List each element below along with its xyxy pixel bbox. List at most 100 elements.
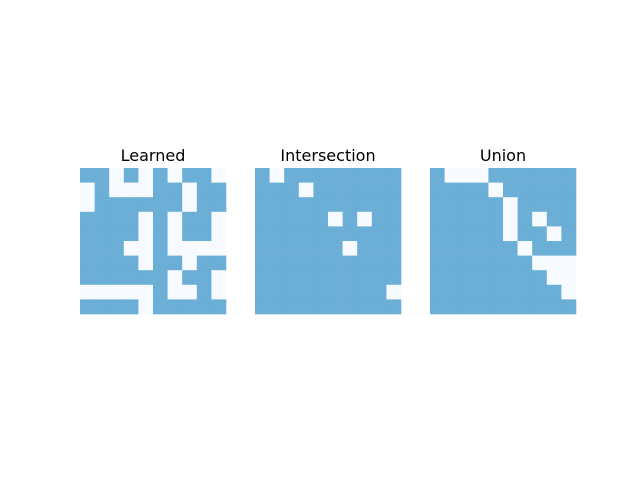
heatmap-cell-union-r0-c1 xyxy=(444,168,460,183)
heatmap-cell-learned-r1-c8 xyxy=(196,182,212,198)
heatmap-cell-union-r0-c8 xyxy=(546,168,562,183)
heatmap-cell-learned-r0-c5 xyxy=(153,168,168,183)
heatmap-cell-union-r9-c2 xyxy=(459,299,475,315)
heatmap-cell-learned-r7-c1 xyxy=(94,270,110,286)
heatmap-cell-learned-r7-c2 xyxy=(109,270,125,286)
heatmap-cell-learned-r8-c5 xyxy=(153,284,168,300)
heatmap-cell-union-r3-c6 xyxy=(517,211,533,227)
heatmap-cell-union-r5-c5 xyxy=(503,241,518,256)
heatmap-cell-union-r7-c9 xyxy=(561,270,577,286)
heatmap-cell-union-r1-c2 xyxy=(459,182,475,198)
heatmap-cell-union-r9-c6 xyxy=(517,299,533,315)
heatmap-cell-intersection-r1-c5 xyxy=(328,182,343,198)
heatmap-cell-union-r4-c5 xyxy=(503,226,518,242)
heatmap-cell-union-r5-c9 xyxy=(561,241,577,256)
heatmap-cell-union-r9-c7 xyxy=(532,299,548,315)
heatmap-cell-intersection-r4-c7 xyxy=(357,226,373,242)
heatmap-cell-intersection-r7-c1 xyxy=(269,270,285,286)
heatmap-cell-intersection-r5-c3 xyxy=(298,241,314,256)
heatmap-cell-intersection-r5-c8 xyxy=(371,241,387,256)
heatmap-learned-cells xyxy=(80,168,227,315)
heatmap-cell-intersection-r5-c0 xyxy=(255,241,270,256)
heatmap-cell-intersection-r7-c5 xyxy=(328,270,343,286)
heatmap-cell-learned-r9-c0 xyxy=(80,299,95,315)
heatmap-cell-union-r7-c6 xyxy=(517,270,533,286)
heatmap-cell-union-r5-c2 xyxy=(459,241,475,256)
heatmap-cell-learned-r7-c3 xyxy=(123,270,139,286)
heatmap-cell-intersection-r4-c4 xyxy=(313,226,329,242)
heatmap-cell-intersection-r2-c0 xyxy=(255,197,270,213)
heatmap-cell-intersection-r3-c7 xyxy=(357,211,373,227)
heatmap-cell-intersection-r9-c3 xyxy=(298,299,314,315)
heatmap-cell-learned-r5-c3 xyxy=(123,241,139,256)
heatmap-cell-intersection-r8-c0 xyxy=(255,284,270,300)
heatmap-cell-intersection-r2-c8 xyxy=(371,197,387,213)
heatmap-cell-union-r4-c2 xyxy=(459,226,475,242)
heatmap-cell-union-r1-c4 xyxy=(488,182,504,198)
heatmap-cell-intersection-r9-c4 xyxy=(313,299,329,315)
heatmap-cell-union-r0-c9 xyxy=(561,168,577,183)
heatmap-cell-intersection-r2-c3 xyxy=(298,197,314,213)
heatmap-cell-intersection-r6-c9 xyxy=(386,255,402,271)
heatmap-cell-learned-r9-c8 xyxy=(196,299,212,315)
heatmap-cell-intersection-r8-c4 xyxy=(313,284,329,300)
heatmap-cell-union-r4-c9 xyxy=(561,226,577,242)
heatmap-union-cells xyxy=(430,168,577,315)
heatmap-cell-union-r1-c6 xyxy=(517,182,533,198)
heatmap-cell-intersection-r8-c9 xyxy=(386,284,402,300)
heatmap-cell-learned-r8-c7 xyxy=(182,284,198,300)
heatmap-cell-learned-r7-c6 xyxy=(167,270,183,286)
heatmap-cell-union-r3-c3 xyxy=(473,211,489,227)
heatmap-cell-union-r9-c1 xyxy=(444,299,460,315)
heatmap-cell-intersection-r1-c1 xyxy=(269,182,285,198)
heatmap-cell-learned-r7-c9 xyxy=(211,270,227,286)
heatmap-cell-learned-r5-c2 xyxy=(109,241,125,256)
heatmap-cell-intersection-r0-c0 xyxy=(255,168,270,183)
heatmap-cell-union-r2-c6 xyxy=(517,197,533,213)
heatmap-cell-intersection-r1-c0 xyxy=(255,182,270,198)
heatmap-cell-learned-r8-c3 xyxy=(123,284,139,300)
heatmap-cell-learned-r6-c8 xyxy=(196,255,212,271)
heatmap-cell-intersection-r1-c3 xyxy=(298,182,314,198)
heatmap-cell-learned-r2-c6 xyxy=(167,197,183,213)
heatmap-cell-union-r3-c2 xyxy=(459,211,475,227)
heatmap-cell-union-r4-c4 xyxy=(488,226,504,242)
heatmap-cell-union-r9-c5 xyxy=(503,299,518,315)
heatmap-cell-learned-r6-c2 xyxy=(109,255,125,271)
heatmap-cell-learned-r5-c5 xyxy=(153,241,168,256)
heatmap-cell-learned-r3-c9 xyxy=(211,211,227,227)
heatmap-cell-learned-r7-c7 xyxy=(182,270,198,286)
heatmap-cell-learned-r0-c4 xyxy=(138,168,154,183)
heatmap-cell-intersection-r7-c3 xyxy=(298,270,314,286)
heatmap-cell-learned-r2-c8 xyxy=(196,197,212,213)
heatmap-cell-learned-r7-c4 xyxy=(138,270,154,286)
heatmap-cell-learned-r7-c8 xyxy=(196,270,212,286)
heatmap-cell-learned-r7-c0 xyxy=(80,270,95,286)
heatmap-cell-learned-r0-c2 xyxy=(109,168,125,183)
heatmap-cell-intersection-r6-c7 xyxy=(357,255,373,271)
heatmap-cell-learned-r1-c2 xyxy=(109,182,125,198)
heatmap-cell-learned-r1-c7 xyxy=(182,182,198,198)
heatmap-cell-intersection-r0-c8 xyxy=(371,168,387,183)
heatmap-cell-intersection-r1-c7 xyxy=(357,182,373,198)
heatmap-cell-union-r7-c3 xyxy=(473,270,489,286)
heatmap-cell-learned-r2-c4 xyxy=(138,197,154,213)
heatmap-cell-intersection-r6-c0 xyxy=(255,255,270,271)
heatmap-cell-union-r9-c9 xyxy=(561,299,577,315)
heatmap-cell-union-r4-c1 xyxy=(444,226,460,242)
panel-union: Union xyxy=(430,146,577,315)
heatmap-cell-learned-r9-c7 xyxy=(182,299,198,315)
heatmap-cell-intersection-r3-c3 xyxy=(298,211,314,227)
heatmap-cell-union-r8-c2 xyxy=(459,284,475,300)
heatmap-cell-union-r4-c8 xyxy=(546,226,562,242)
heatmap-cell-learned-r9-c2 xyxy=(109,299,125,315)
heatmap-cell-union-r0-c7 xyxy=(532,168,548,183)
heatmap-cell-learned-r2-c1 xyxy=(94,197,110,213)
panel-title-union: Union xyxy=(480,146,526,165)
panel-title-learned: Learned xyxy=(121,146,186,165)
heatmap-cell-learned-r1-c3 xyxy=(123,182,139,198)
heatmap-cell-intersection-r8-c6 xyxy=(342,284,358,300)
heatmap-cell-learned-r1-c4 xyxy=(138,182,154,198)
heatmap-cell-learned-r5-c4 xyxy=(138,241,154,256)
heatmap-cell-learned-r6-c5 xyxy=(153,255,168,271)
